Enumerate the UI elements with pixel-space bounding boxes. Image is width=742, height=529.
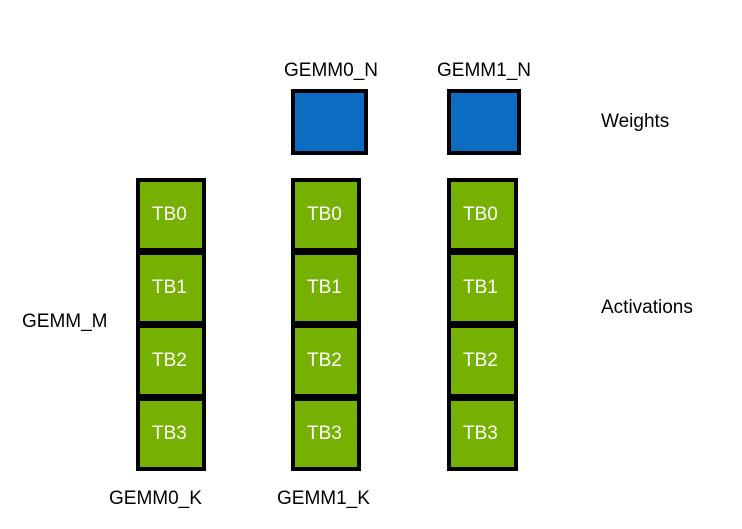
activations-column-1: TB0 TB1 TB2 TB3	[291, 178, 361, 471]
activation-tile: TB0	[136, 178, 206, 252]
activation-tile: TB0	[447, 178, 518, 252]
activation-tile-label: TB1	[463, 277, 498, 298]
gemm0-n-header-line1: GEMM0_N	[284, 60, 378, 81]
gemm1-n-header-line1: GEMM1_N	[437, 60, 531, 81]
activation-tile: TB1	[136, 251, 206, 325]
activation-tile: TB2	[447, 324, 518, 398]
weights-block-gemm0	[291, 89, 368, 155]
activation-tile-label: TB1	[307, 277, 342, 298]
activation-tile-label: TB2	[152, 350, 187, 371]
activation-tile: TB3	[291, 397, 361, 471]
gemm0-k-label: GEMM0_K	[109, 488, 202, 509]
gemm1-k-label: GEMM1_K	[277, 488, 370, 509]
weights-label: Weights	[601, 111, 670, 132]
activation-tile-label: TB0	[152, 204, 187, 225]
activation-tile-label: TB1	[152, 277, 187, 298]
activation-tile-label: TB2	[463, 350, 498, 371]
activations-column-2: TB0 TB1 TB2 TB3	[447, 178, 518, 471]
activation-tile: TB3	[136, 397, 206, 471]
gemm-m-label: GEMM_M	[22, 311, 108, 332]
activation-tile: TB2	[136, 324, 206, 398]
weights-block-gemm1	[447, 89, 521, 155]
activations-column-0: TB0 TB1 TB2 TB3	[136, 178, 206, 471]
activation-tile-label: TB0	[463, 204, 498, 225]
activation-tile: TB3	[447, 397, 518, 471]
activation-tile: TB2	[291, 324, 361, 398]
activation-tile: TB1	[447, 251, 518, 325]
activation-tile-label: TB3	[152, 423, 187, 444]
activation-tile-label: TB3	[307, 423, 342, 444]
activation-tile-label: TB3	[463, 423, 498, 444]
activation-tile-label: TB2	[307, 350, 342, 371]
activation-tile: TB1	[291, 251, 361, 325]
activation-tile-label: TB0	[307, 204, 342, 225]
activations-label: Activations	[601, 297, 693, 318]
activation-tile: TB0	[291, 178, 361, 252]
